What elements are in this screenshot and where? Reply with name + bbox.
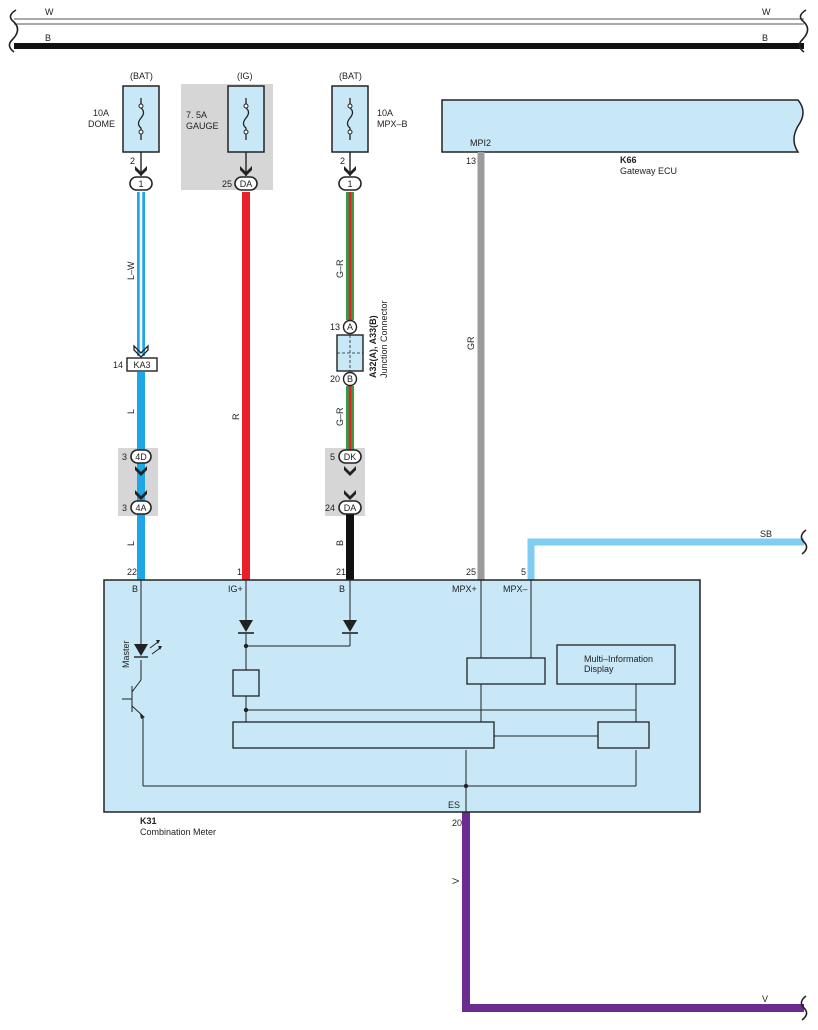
junction-title: A32(A), A33(B)	[368, 315, 378, 378]
c4d-pin: 3	[122, 452, 127, 462]
gateway-ecu: MPI2 13 K66 Gateway ECU	[441, 99, 804, 176]
c4d-label: 4D	[135, 452, 147, 462]
meter-pin-22: 22	[127, 567, 137, 577]
wire-label-gr: GR	[466, 336, 476, 350]
meter-name: Combination Meter	[140, 827, 216, 837]
junction-connector: A 13 B 20 A32(A), A33(B) Junction Connec…	[330, 300, 389, 387]
fuse-dome: (BAT) 10A DOME 2	[88, 71, 160, 176]
fuse-dome-source: (BAT)	[130, 71, 153, 81]
meter-pin-name-ig: IG+	[228, 584, 243, 594]
meter-pin-1: 1	[237, 567, 242, 577]
da-pin: 24	[325, 503, 335, 513]
mid-line1: Multi–Information	[584, 654, 653, 664]
wire-label-l2: L	[126, 541, 136, 546]
fuse-dome-pin: 2	[130, 156, 135, 166]
meter-pin-name-mpxp: MPX+	[452, 584, 477, 594]
meter-pin-25: 25	[466, 567, 476, 577]
junction-subtitle: Junction Connector	[379, 300, 389, 378]
dome-connector-label: 1	[138, 179, 143, 189]
bus-b-label-right: B	[762, 33, 768, 43]
wire-label-v2: V	[762, 994, 768, 1004]
meter-es-name: ES	[448, 800, 460, 810]
wire-label-lw: L–W	[126, 261, 136, 280]
dome-connector-oval	[129, 176, 153, 191]
mpxb-connector-label: 1	[347, 179, 352, 189]
ka3-connector	[126, 357, 158, 372]
meter-pin-name-b2: B	[339, 584, 345, 594]
ka3-label: KA3	[133, 360, 150, 370]
wires	[137, 152, 808, 1021]
gauge-connector-label: DA	[240, 179, 253, 189]
wire-label-sb: SB	[760, 529, 772, 539]
gauge-connector-oval	[234, 176, 258, 191]
fuse-gauge-name: GAUGE	[186, 121, 219, 131]
multi-info-display-box	[556, 644, 676, 685]
ka3-pin: 14	[113, 360, 123, 370]
dk-pin: 5	[330, 452, 335, 462]
connector-arrows	[133, 166, 356, 500]
c4a-oval	[130, 500, 152, 515]
fuse-gauge: (IG) 7. 5A GAUGE 25	[186, 71, 265, 189]
junction-a-label: A	[347, 322, 353, 332]
led-label: Master	[121, 640, 131, 668]
junction-b-label: B	[347, 374, 353, 384]
meter-pin-21: 21	[336, 567, 346, 577]
c4a-label: 4A	[135, 503, 146, 513]
bus-lines: W W B B	[8, 7, 809, 53]
fuse-dome-amp: 10A	[93, 108, 109, 118]
gateway-id: K66	[620, 155, 637, 165]
wire-label-gr2: G–R	[335, 407, 345, 426]
fuse-mpxb-source: (BAT)	[339, 71, 362, 81]
junction-a-pin: 13	[330, 322, 340, 332]
bus-w-label-right: W	[762, 7, 771, 17]
fuse-gauge-source: (IG)	[237, 71, 253, 81]
meter-pin-name-b1: B	[132, 584, 138, 594]
meter-es-pin: 20	[452, 818, 462, 828]
fuse-gauge-amp: 7. 5A	[186, 110, 207, 120]
mid-line2: Display	[584, 664, 614, 674]
gateway-pin-name: MPI2	[470, 138, 491, 148]
wire-label-r: R	[231, 413, 241, 420]
mpxb-connector-oval	[338, 176, 362, 191]
dk-label: DK	[344, 452, 357, 462]
fuse-mpxb: (BAT) 10A MPX–B 2	[331, 71, 408, 176]
wire-label-b: B	[335, 540, 345, 546]
meter-pin-5: 5	[521, 567, 526, 577]
meter-id: K31	[140, 816, 157, 826]
fuse-gauge-pin: 25	[222, 179, 232, 189]
c4d-oval	[130, 449, 152, 464]
bus-b-label-left: B	[45, 33, 51, 43]
bus-w-label-left: W	[45, 7, 54, 17]
fuse-mpxb-amp: 10A	[377, 108, 393, 118]
combination-meter: 22 1 21 25 5 B IG+ B MPX+ MPX–	[103, 567, 701, 837]
dk-oval	[338, 449, 362, 464]
gateway-pin-number: 13	[466, 156, 476, 166]
da-oval	[338, 500, 362, 515]
gateway-name: Gateway ECU	[620, 166, 677, 176]
wire-label-gr1: G–R	[335, 259, 345, 278]
fuse-mpxb-name: MPX–B	[377, 119, 408, 129]
fuse-dome-name: DOME	[88, 119, 115, 129]
fuse-mpxb-pin: 2	[340, 156, 345, 166]
da-label: DA	[344, 503, 357, 513]
wire-label-l1: L	[126, 409, 136, 414]
c4a-pin: 3	[122, 503, 127, 513]
meter-pin-name-mpxm: MPX–	[503, 584, 528, 594]
wire-label-v1: V	[451, 878, 461, 884]
junction-b-pin: 20	[330, 374, 340, 384]
